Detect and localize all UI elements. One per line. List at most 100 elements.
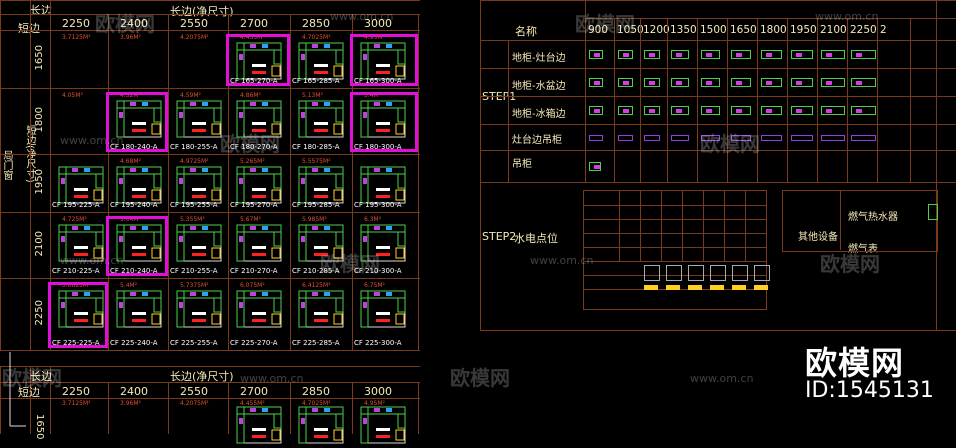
watermark-site: www.om.cn	[530, 254, 594, 267]
kitchen-plan-thumbnail	[360, 224, 406, 262]
layout-code: CF 165-300-A	[354, 77, 402, 85]
area-label: 4.95M²	[364, 34, 385, 41]
wall-cabinet-thumbnail	[618, 135, 634, 141]
row-header: 1950	[34, 169, 45, 195]
sink-cabinet-thumbnail	[731, 78, 751, 87]
grid-line-h	[480, 330, 956, 331]
grid-line-v	[703, 191, 704, 261]
sink-cabinet-thumbnail	[671, 78, 689, 87]
grid-line-v	[910, 18, 911, 182]
grid-line-v	[228, 382, 229, 434]
grid-line-h	[0, 366, 420, 367]
bottom-area-label: 4.455M²	[240, 400, 265, 407]
layout-code: CF 210-285-A	[292, 267, 340, 275]
kitchen-plan-thumbnail	[298, 166, 344, 204]
area-label: 5.4M²	[120, 282, 138, 289]
layout-code: CF 180-300-A	[354, 143, 402, 151]
grid-line-v	[840, 190, 841, 250]
row-stove-base: 地柜-灶台边	[512, 53, 566, 64]
wall-cabinet-thumbnail	[791, 135, 814, 141]
grid-line-v	[682, 191, 683, 261]
sink-cabinet-thumbnail	[644, 78, 661, 87]
wall-cabinet-thumbnail	[731, 135, 751, 141]
size-header: 2	[880, 24, 887, 36]
point-marker	[688, 285, 702, 290]
area-label: 6.3M²	[364, 216, 382, 223]
grid-line-v	[640, 18, 641, 182]
side-label: 局门窗	[1, 150, 12, 180]
layout-code: CF 180-285-A	[292, 143, 340, 151]
grid-line-v	[697, 18, 698, 182]
grid-line-h	[0, 278, 420, 279]
column-header: 2700	[240, 17, 268, 30]
kitchen-plan-thumbnail	[360, 166, 406, 204]
grid-line-v	[936, 0, 937, 330]
grid-line-v	[0, 0, 1, 350]
size-header: 1500	[700, 24, 727, 36]
grid-line-h	[480, 124, 956, 125]
area-label: 4.455M²	[240, 34, 265, 41]
sink-cabinet-thumbnail	[589, 78, 603, 87]
column-header: 2250	[62, 17, 90, 30]
grid-line-v	[30, 0, 31, 350]
layout-code: CF 210-300-A	[354, 267, 402, 275]
grid-line-v	[585, 18, 586, 182]
grid-line-h	[584, 233, 766, 234]
layout-code: CF 165-270-A	[230, 77, 278, 85]
kitchen-plan-thumbnail	[58, 224, 104, 262]
row-sink-base: 地柜-水盆边	[512, 81, 566, 92]
column-header: 2550	[180, 17, 208, 30]
column-header: 2400	[120, 17, 148, 30]
watermark-brand: 欧模网	[820, 252, 880, 276]
stove-cabinet-thumbnail	[589, 50, 603, 59]
grid-line-v	[508, 40, 509, 182]
area-label: 5.04M²	[120, 216, 141, 223]
short-edge-net-label: 短边(净尺寸)	[22, 125, 37, 183]
grid-line-v	[661, 191, 662, 261]
grid-line-v	[724, 191, 725, 261]
sink-cabinet-thumbnail	[701, 78, 720, 87]
layout-code: CF 225-285-A	[292, 339, 340, 347]
stove-cabinet-thumbnail	[671, 50, 689, 59]
area-label: 5.265M²	[240, 158, 265, 165]
grid-line-h	[0, 30, 420, 31]
watermark-brand: 欧模网	[2, 366, 62, 390]
bottom-area-label: 4.2075M²	[180, 400, 209, 407]
point-marker	[754, 285, 768, 290]
size-header: 1650	[730, 24, 757, 36]
area-label: 5.13M²	[302, 92, 323, 99]
layout-code: CF 180-255-A	[170, 143, 218, 151]
point-diagram	[732, 265, 748, 281]
grid-line-h	[584, 275, 766, 276]
layout-code: CF 210-240-A	[110, 267, 158, 275]
kitchen-plan-thumbnail	[360, 42, 406, 80]
grid-line-h	[0, 350, 420, 351]
stove-cabinet-thumbnail	[851, 50, 876, 59]
point-marker	[710, 285, 724, 290]
area-label: 5.0625M²	[62, 282, 91, 289]
area-label: 4.32M²	[120, 92, 141, 99]
grid-line-v	[757, 18, 758, 182]
kitchen-plan-thumbnail	[116, 166, 162, 204]
area-label: 4.05M²	[62, 92, 83, 99]
kitchen-plan-thumbnail	[298, 42, 344, 80]
fridge-cabinet-thumbnail	[791, 106, 814, 115]
fridge-cabinet-thumbnail	[821, 106, 845, 115]
grid-line-v	[168, 382, 169, 434]
kitchen-plan-thumbnail	[236, 406, 282, 444]
row-stove-wall: 灶台边吊柜	[512, 135, 562, 146]
brand-id: ID:1545131	[805, 378, 934, 403]
point-marker	[666, 285, 680, 290]
sink-cabinet-thumbnail	[791, 78, 814, 87]
kitchen-plan-thumbnail	[236, 42, 282, 80]
sink-cabinet-thumbnail	[851, 78, 876, 87]
other-equipment-box	[782, 190, 938, 252]
grid-line-v	[50, 0, 51, 350]
layout-code: CF 195-240-A	[110, 201, 158, 209]
stove-cabinet-thumbnail	[821, 50, 845, 59]
bottom-column-header: 2550	[180, 385, 208, 398]
bottom-column-header: 3000	[364, 385, 392, 398]
area-label: 4.7025M²	[302, 34, 331, 41]
